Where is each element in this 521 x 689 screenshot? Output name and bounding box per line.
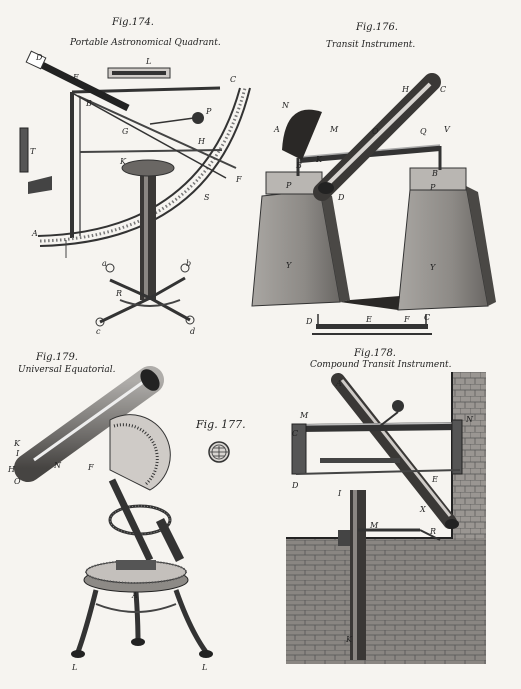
label-t-D: D <box>337 193 345 202</box>
label-t-P2: P <box>429 183 436 192</box>
label-q-H: H <box>197 137 206 146</box>
fig178-compound-transit: A M C N D E X I M R K <box>286 372 486 664</box>
label-q-G: G <box>122 127 129 136</box>
label-u-L2: L <box>201 663 207 672</box>
label-c-C: C <box>292 429 298 438</box>
label-q-a: a <box>102 259 107 268</box>
fig176-number: Fig.176. <box>356 22 398 33</box>
label-t-P: P <box>285 181 292 190</box>
label-q-A: A <box>31 229 38 238</box>
label-u-H: H <box>7 465 16 474</box>
label-t-C: C <box>440 85 446 94</box>
label-q-P: P <box>205 107 212 116</box>
label-c-I: I <box>337 489 342 498</box>
label-c-A: A <box>335 379 342 388</box>
label-u-L: L <box>71 663 77 672</box>
fig176-title: Transit Instrument. <box>326 40 416 50</box>
label-u-K: K <box>13 439 21 448</box>
fig178-title: Compound Transit Instrument. <box>310 360 452 370</box>
fig177-reticle <box>208 441 230 463</box>
label-q-K: K <box>119 157 127 166</box>
label-q-B: B <box>85 99 92 108</box>
label-c-M: M <box>299 411 309 420</box>
label-c-R: R <box>429 527 436 536</box>
label-t-N: N <box>281 101 290 110</box>
label-t-B: B <box>295 161 302 170</box>
label-t-V: V <box>444 125 451 134</box>
fig178-number: Fig.178. <box>354 348 396 359</box>
label-q-b: b <box>186 259 191 268</box>
label-t-Y2: Y <box>430 263 436 272</box>
label-t-Y: Y <box>286 261 292 270</box>
fig174-number: Fig.174. <box>112 17 154 28</box>
label-u-F: F <box>87 463 94 472</box>
label-t-O: O <box>372 127 379 136</box>
fig179-equatorial: K I H O N F A L L <box>7 366 213 672</box>
label-u-O: O <box>14 477 21 486</box>
fig179-number: Fig.179. <box>36 352 78 363</box>
label-u-A: A <box>131 591 138 600</box>
label-t-F: F <box>403 315 410 324</box>
label-c-X: X <box>419 505 426 514</box>
label-t-Q: Q <box>420 127 427 136</box>
fig179-title: Universal Equatorial. <box>18 365 116 375</box>
label-t-K: K <box>315 155 323 164</box>
label-c-D: D <box>291 481 299 490</box>
label-t-M: M <box>329 125 339 134</box>
label-q-c: c <box>96 327 101 336</box>
label-q-S: S <box>204 193 210 202</box>
label-c-K: K <box>345 635 353 644</box>
label-t-A: A <box>273 125 280 134</box>
label-c-N: N <box>465 415 474 424</box>
label-t-E: E <box>365 315 372 324</box>
label-q-L: L <box>145 57 151 66</box>
label-q-D: D <box>35 53 43 62</box>
label-q-R: R <box>115 289 122 298</box>
label-q-d: d <box>190 327 195 336</box>
label-c-E: E <box>431 475 438 484</box>
fig174-title: Portable Astronomical Quadrant. <box>70 38 221 48</box>
label-q-T: T <box>30 147 36 156</box>
label-t-H: H <box>401 85 410 94</box>
fig177-number: Fig. 177. <box>196 418 246 431</box>
label-q-E: E <box>72 73 79 82</box>
label-q-F: F <box>235 175 242 184</box>
label-u-I: I <box>15 449 20 458</box>
label-t-C2: C <box>424 313 430 322</box>
fig174-quadrant: D E L C B P G H K T F S A a b R c d <box>19 50 251 336</box>
label-c-M2: M <box>369 521 379 530</box>
label-u-N: N <box>53 461 62 470</box>
label-t-B2: B <box>431 169 438 178</box>
label-q-C: C <box>230 75 236 84</box>
fig176-transit: N A M O H C Q V B K D P Y Y B P D E F C <box>251 73 496 335</box>
label-t-D2: D <box>305 317 313 326</box>
